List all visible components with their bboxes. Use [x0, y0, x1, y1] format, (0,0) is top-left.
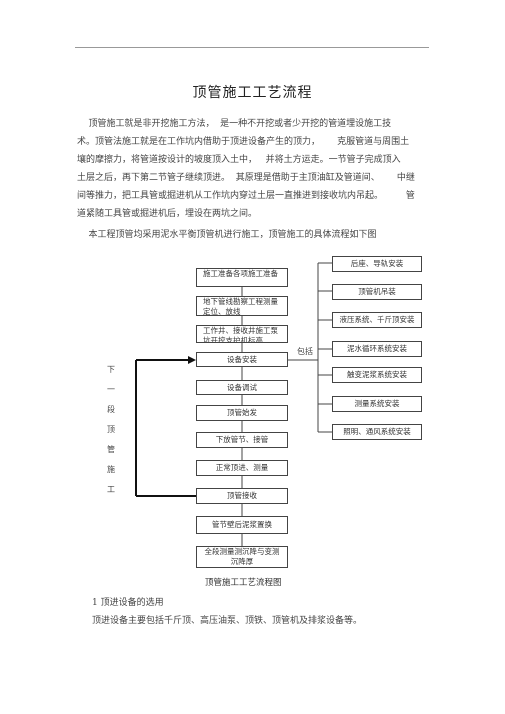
- flow-step-8: 正常顶进、测量: [196, 460, 288, 476]
- header-rule: [75, 47, 429, 48]
- loop-label-char-4: 顶: [107, 425, 115, 434]
- intro-line-4: 土层之后，再下第二节管子继续顶进。 其原理是借助于主顶油缸及管道间、 中继: [77, 173, 415, 183]
- intro-line-5: 间等推力，把工具管或掘进机从工作坑内穿过土层一直推进到接收坑内吊起。 管: [77, 191, 415, 201]
- flow-step-1: 施工准备各项施工准备: [196, 268, 288, 287]
- flowchart-caption: 顶管施工工艺流程图: [205, 578, 282, 588]
- flow-step-7: 下放管节、接管: [196, 432, 288, 448]
- include-label: 包括: [297, 347, 313, 356]
- side-item-1: 后座、导轨安装: [332, 256, 422, 272]
- loop-label-char-2: 一: [107, 385, 115, 394]
- intro-line-3: 壤的摩擦力，将管道按设计的坡度顶入土中， 并将土方运走。一节管子完成顶入: [77, 155, 401, 165]
- loop-label-char-5: 管: [107, 445, 115, 454]
- section-heading: 1 顶进设备的选用: [92, 598, 164, 608]
- loop-label-char-1: 下: [107, 365, 115, 374]
- side-item-7: 照明、通风系统安装: [332, 424, 422, 440]
- flow-step-2: 地下管线勘察工程测量定位、放线: [196, 296, 288, 316]
- intro-line-6: 道紧随工具管或掘进机后，埋设在两坑之间。: [77, 209, 258, 219]
- document-title: 顶管施工工艺流程: [192, 85, 313, 101]
- flow-step-5: 设备调试: [196, 380, 288, 395]
- loop-label-char-7: 工: [107, 485, 115, 494]
- flow-step-9: 顶管接收: [196, 488, 288, 504]
- loop-label-char-3: 段: [107, 405, 115, 414]
- flow-step-6: 顶管始发: [196, 405, 288, 421]
- section-text: 顶进设备主要包括千斤顶、高压油泵、顶铁、顶管机及排浆设备等。: [92, 616, 363, 626]
- flow-step-11: 全段测量测沉降与变测沉降厚: [196, 546, 288, 568]
- intro-line-1: 顶管施工就是非开挖施工方法， 是一种不开挖或者少开挖的管道埋设施工技: [77, 119, 392, 129]
- side-item-5: 触变泥浆系统安装: [332, 367, 422, 383]
- side-item-4: 泥水循环系统安装: [332, 341, 422, 357]
- flow-step-10: 管节壁后泥浆置换: [196, 516, 288, 534]
- loop-label-char-6: 施: [107, 465, 115, 474]
- intro-line-7: 本工程顶管均采用泥水平衡顶管机进行施工，顶管施工的具体流程如下图: [77, 230, 377, 240]
- flow-step-3: 工作井、接收井施工泵坑开挖支护机标高: [196, 325, 288, 343]
- side-item-6: 测量系统安装: [332, 396, 422, 412]
- side-item-3: 液压系统、千斤顶安装: [332, 312, 422, 328]
- flow-step-4: 设备安装: [196, 352, 288, 367]
- side-item-2: 顶管机吊装: [332, 284, 422, 300]
- intro-line-2: 术。顶管法施工就是在工作坑内借助于顶进设备产生的顶力， 克服管道与周围土: [77, 137, 410, 147]
